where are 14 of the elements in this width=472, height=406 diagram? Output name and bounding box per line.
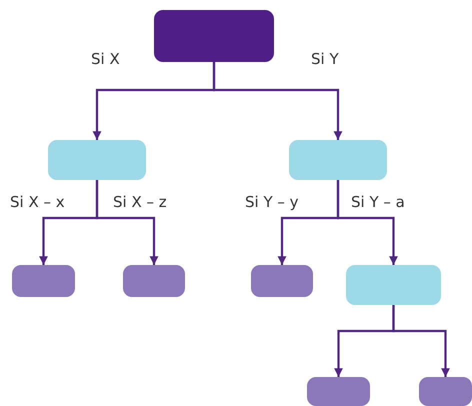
arrow (212, 62, 342, 140)
process-box (12, 265, 75, 297)
process-box (154, 10, 274, 62)
process-box (346, 265, 441, 305)
edge-label: Si Y – y (244, 193, 300, 211)
arrow (392, 305, 450, 377)
arrow (96, 180, 158, 265)
process-box (48, 140, 146, 180)
process-box (419, 377, 472, 406)
arrow (336, 180, 398, 265)
process-box (307, 377, 370, 406)
process-box (251, 265, 313, 297)
process-box (289, 140, 387, 180)
process-box (123, 265, 185, 297)
